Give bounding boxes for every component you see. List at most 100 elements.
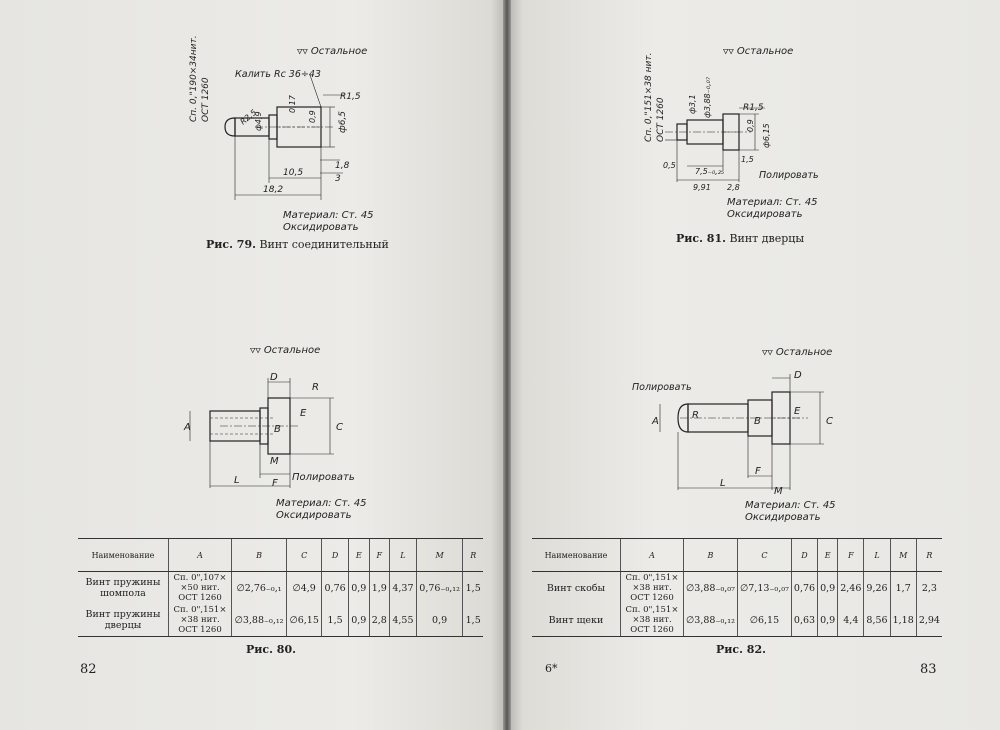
cell-e: 0,9 <box>817 604 838 637</box>
cell-f: 4,4 <box>837 604 864 637</box>
fig81-dim-15: 1,5 <box>741 155 754 164</box>
signature-mark: 6* <box>545 662 558 675</box>
table-row: Винт щеки Сп. 0",151× ×38 нит. ОСТ 1260 … <box>532 604 942 637</box>
header-a: A <box>168 538 232 572</box>
fig81-dim-d615: ф6,15 <box>762 123 771 148</box>
cell-e: 0,9 <box>347 571 370 604</box>
fig81-dim-r15: R1,5 <box>743 103 764 113</box>
fig82-rough-note: ▽▽Остальное <box>762 347 833 358</box>
cell-d: 0,76 <box>790 571 818 604</box>
header-m: M <box>415 538 463 572</box>
header-l: L <box>389 538 417 572</box>
fig80-spec-table: Наименование A B C D E F L M R Винт пруж… <box>78 538 483 637</box>
fig81-dim-991: 9,91 <box>693 183 711 192</box>
fig79-dim-3: 3 <box>335 174 341 184</box>
roughness-symbol-icon: ▽▽ <box>250 346 261 356</box>
cell-c: ∅6,15 <box>286 604 322 637</box>
header-l: L <box>863 538 891 572</box>
fig81-dim-d31: ф3,1 <box>688 94 697 114</box>
cell-a: Сп. 0",151× ×38 нит. ОСТ 1260 <box>620 604 684 637</box>
cell-l: 9,26 <box>863 571 891 604</box>
header-d: D <box>790 538 818 572</box>
cell-f: 2,8 <box>368 604 390 637</box>
fig81-drawing: ф3,1 ф3,88₋₀,₀₇ R1,5 0,9 ф6,15 1,5 0,5 7… <box>663 76 819 192</box>
fig80-rough-note: ▽▽Остальное <box>250 345 321 356</box>
fig82-label-a: A <box>651 416 659 427</box>
fig82-label-f: F <box>755 466 761 477</box>
fig80-polish-note: Полировать <box>292 472 355 483</box>
fig79-drawing: R1,5 ф6,5 0,17 0,9 1,8 3 10,5 18,2 ф4,9 … <box>224 69 361 200</box>
table-row: Винт пружины дверцы Сп. 0",151× ×38 нит.… <box>78 604 483 637</box>
cell-name: Винт пружины дверцы <box>78 604 169 637</box>
cell-r: 2,3 <box>915 571 942 604</box>
cell-l: 8,56 <box>863 604 891 637</box>
fig81-dim-75: 7,5₋₀,₂₅ <box>695 167 724 176</box>
cell-c: ∅4,9 <box>286 571 322 604</box>
header-b: B <box>230 538 287 572</box>
cell-b: ∅2,76₋₀,₁ <box>230 571 287 604</box>
fig79-material-note: Материал: Ст. 45 Оксидировать <box>283 210 374 233</box>
header-b: B <box>683 538 738 572</box>
header-c: C <box>736 538 792 572</box>
table-row: Винт скобы Сп. 0",151× ×38 нит. ОСТ 1260… <box>532 571 942 604</box>
fig82-label-m: M <box>774 486 783 497</box>
fig80-material-note: Материал: Ст. 45 Оксидировать <box>276 498 367 521</box>
fig81-dim-05: 0,5 <box>663 161 676 170</box>
fig81-dim-28: 2,8 <box>727 183 740 192</box>
fig82-drawing: D E C A B R F L M Полировать <box>632 370 833 497</box>
fig81-dim-09: 0,9 <box>746 119 755 132</box>
header-r: R <box>462 538 483 572</box>
fig82-label-l: L <box>720 478 726 489</box>
cell-c: ∅7,13₋₀,₀₇ <box>736 571 792 604</box>
fig79-caption: Рис. 79. Винт соединительный <box>206 238 389 251</box>
fig81-caption: Рис. 81. Винт дверцы <box>676 232 805 245</box>
cell-b: ∅3,88₋₀,₁₂ <box>683 604 738 637</box>
fig82-label-d: D <box>794 370 802 381</box>
cell-m: 0,9 <box>415 604 463 637</box>
header-e: E <box>817 538 838 572</box>
fig80-label-a: A <box>183 422 191 433</box>
fig80-label-c: C <box>336 422 343 433</box>
fig80-label-m: M <box>270 456 279 467</box>
header-f: F <box>368 538 390 572</box>
cell-a: Сп. 0",151× ×38 нит. ОСТ 1260 <box>168 604 232 637</box>
header-r: R <box>915 538 942 572</box>
cell-l: 4,37 <box>389 571 417 604</box>
fig79-dim-18: 1,8 <box>335 161 350 171</box>
header-f: F <box>837 538 864 572</box>
cell-c: ∅6,15 <box>736 604 792 637</box>
fig79-rough-note: ▽▽Остальное <box>297 46 368 57</box>
fig81-polish-note: Полировать <box>759 170 819 181</box>
fig81-rough-note: ▽▽Остальное <box>723 46 794 57</box>
page-number-left: 82 <box>80 662 97 677</box>
fig80-label-l: L <box>234 475 240 486</box>
cell-a: Сп. 0",151× ×38 нит. ОСТ 1260 <box>620 571 684 604</box>
fig80-label-b: B <box>274 424 281 435</box>
cell-b: ∅3,88₋₀,₁₂ <box>230 604 287 637</box>
fig80-label-r: R <box>312 382 319 393</box>
cell-e: 0,9 <box>817 571 838 604</box>
fig80-label-d: D <box>270 372 278 383</box>
fig82-label-r: R <box>692 410 699 421</box>
header-name: Наименование <box>78 538 169 572</box>
cell-name: Винт пружины шомпола <box>85 577 161 599</box>
roughness-symbol-icon: ▽▽ <box>723 47 734 57</box>
fig82-label-c: C <box>826 416 833 427</box>
fig79-dim-r15: R1,5 <box>340 92 361 102</box>
fig79-dim-d65: ф6,5 <box>338 111 348 133</box>
book-gutter <box>503 0 511 730</box>
header-e: E <box>347 538 370 572</box>
cell-b: ∅3,88₋₀,₀₇ <box>683 571 738 604</box>
header-a: A <box>620 538 684 572</box>
cell-r: 1,5 <box>462 571 483 604</box>
fig80-label-f: F <box>272 478 278 489</box>
cell-r: 1,5 <box>462 604 483 637</box>
fig79-dim-105: 10,5 <box>283 168 303 178</box>
cell-m: 1,18 <box>889 604 917 637</box>
fig79-dim-09: 0,9 <box>308 110 317 123</box>
fig80-caption: Рис. 80. <box>246 643 296 656</box>
header-c: C <box>286 538 322 572</box>
fig79-vertical-note: Сп. 0,"190×34нит. ОСТ 1260 <box>189 35 211 122</box>
roughness-symbol-icon: ▽▽ <box>762 348 773 358</box>
cell-m: 1,7 <box>889 571 917 604</box>
